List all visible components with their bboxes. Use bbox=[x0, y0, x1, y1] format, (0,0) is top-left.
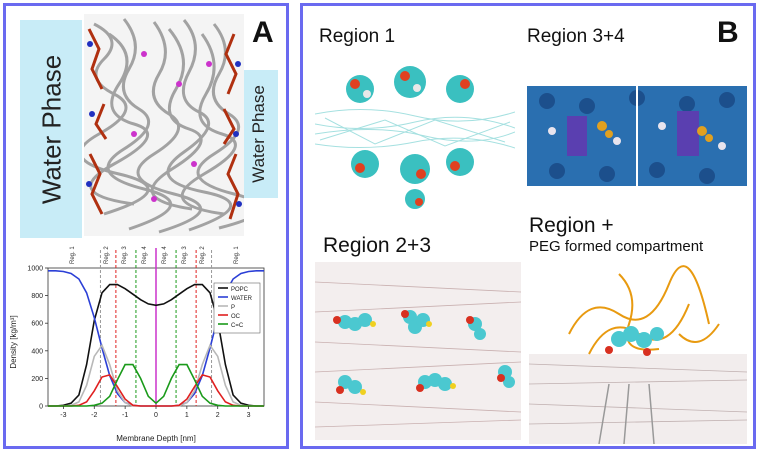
legend-entry: P bbox=[231, 305, 235, 311]
legend: POPC WATER P OC C=C bbox=[213, 282, 261, 334]
x-tick-label: 3 bbox=[247, 412, 251, 419]
series-line-cc bbox=[48, 363, 264, 407]
density-profile-chart: Reg. 1 Reg. 2 Reg. 3 Reg. 4 Reg. 4 Reg. 3 Reg.… bbox=[9, 246, 265, 443]
legend-entry: C=C bbox=[231, 323, 244, 329]
y-tick-label: 800 bbox=[31, 293, 43, 300]
region-label: Reg. 1 bbox=[70, 246, 76, 264]
region-label: Reg. 2 bbox=[200, 246, 206, 264]
water-phase-right: Water Phase bbox=[240, 70, 278, 198]
region-label: Reg. 3 bbox=[122, 246, 128, 264]
legend-entry: OC bbox=[231, 314, 241, 320]
legend-entry: WATER bbox=[231, 296, 253, 302]
region-label: Reg. 4 bbox=[142, 246, 148, 264]
panel-b: B Region 1 Region 3+4 Region 2+3 Region … bbox=[300, 3, 756, 449]
panel-b-letter: B bbox=[717, 16, 739, 49]
region-1-render bbox=[315, 66, 515, 209]
x-tick-label: -2 bbox=[91, 412, 97, 419]
axes: -3 -2 -1 0 1 2 3 0 200 400 600 800 1000 bbox=[27, 266, 250, 420]
water-phase-left-label: Water Phase bbox=[36, 54, 67, 205]
legend-entry: POPC bbox=[231, 287, 249, 293]
region-1-label: Region 1 bbox=[319, 26, 396, 47]
region-label: Reg. 3 bbox=[182, 246, 188, 264]
x-tick-label: -1 bbox=[122, 412, 128, 419]
region-2-3-label: Region 2+3 bbox=[323, 234, 432, 257]
region-plus-subtitle: PEG formed compartment bbox=[529, 238, 704, 255]
x-axis-label: Membrane Depth [nm] bbox=[116, 434, 196, 443]
y-axis-label: Density [kg/m³] bbox=[9, 315, 18, 368]
region-3-4-render bbox=[527, 86, 747, 186]
x-tick-label: 1 bbox=[185, 412, 189, 419]
region-label: Reg. 1 bbox=[234, 246, 240, 264]
region-2-3-render bbox=[315, 262, 521, 440]
y-tick-label: 400 bbox=[31, 348, 43, 355]
region-label: Reg. 4 bbox=[162, 246, 168, 264]
x-tick-label: -3 bbox=[60, 412, 66, 419]
panel-a: A Water Phase Water Phase bbox=[3, 3, 289, 449]
y-tick-label: 0 bbox=[39, 404, 43, 411]
region-boundaries: Reg. 1 Reg. 2 Reg. 3 Reg. 4 Reg. 4 Reg. 3 Reg.… bbox=[70, 246, 240, 406]
y-tick-label: 600 bbox=[31, 321, 43, 328]
x-tick-label: 2 bbox=[216, 412, 220, 419]
y-tick-label: 200 bbox=[31, 376, 43, 383]
region-plus-label: Region + bbox=[529, 214, 614, 237]
region-label: Reg. 2 bbox=[104, 246, 110, 264]
water-phase-left: Water Phase bbox=[20, 20, 82, 238]
series-line-popc bbox=[48, 283, 264, 407]
x-tick-label: 0 bbox=[154, 412, 158, 419]
panel-a-letter: A bbox=[252, 16, 274, 49]
y-tick-label: 1000 bbox=[27, 266, 43, 273]
membrane-snapshot bbox=[84, 14, 244, 236]
region-3-4-label: Region 3+4 bbox=[527, 26, 625, 47]
water-phase-right-label: Water Phase bbox=[249, 85, 268, 183]
region-plus-render bbox=[529, 265, 747, 444]
